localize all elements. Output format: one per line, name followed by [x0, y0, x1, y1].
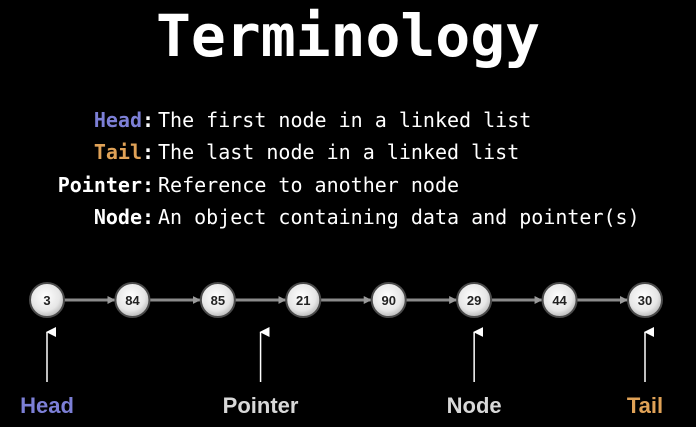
- colon: :: [142, 173, 155, 197]
- node-value: 90: [381, 293, 395, 308]
- definition-pointer: Pointer:Reference to another node: [0, 169, 696, 201]
- list-node: 3: [29, 282, 65, 318]
- definition-text: Reference to another node: [158, 173, 460, 197]
- list-node: 21: [285, 282, 322, 318]
- colon: :: [142, 108, 155, 132]
- label-node: Node: [446, 393, 502, 418]
- node-circle: [114, 282, 151, 318]
- node-value: 29: [467, 293, 481, 308]
- linked-list-diagram: 3 84 85 21 90 29 44 30: [29, 282, 663, 382]
- node-circle: [627, 282, 663, 318]
- colon: :: [142, 205, 155, 229]
- page-title: Terminology: [155, 2, 541, 70]
- node-circle: [541, 282, 578, 318]
- label-pointer: Pointer: [222, 393, 299, 418]
- node-value: 21: [296, 293, 310, 308]
- node-circle: [29, 282, 65, 318]
- definition-node: Node:An object containing data and point…: [0, 201, 696, 233]
- definition-tail: Tail:The last node in a linked list: [0, 136, 696, 168]
- term-head: Head: [93, 108, 142, 132]
- node-value: 30: [638, 293, 652, 308]
- list-node: 30: [627, 282, 663, 318]
- term-tail: Tail: [93, 140, 142, 164]
- term-node: Node: [93, 205, 142, 229]
- list-node: 84: [114, 282, 151, 318]
- label-head: Head: [20, 393, 74, 418]
- list-node: 90: [370, 282, 407, 318]
- label-tail: Tail: [626, 393, 664, 418]
- node-value: 3: [43, 293, 50, 308]
- node-circle: [370, 282, 407, 318]
- list-node: 29: [456, 282, 493, 318]
- list-node: 85: [199, 282, 236, 318]
- node-circle: [456, 282, 493, 318]
- node-value: 44: [552, 293, 567, 308]
- definition-head: Head:The first node in a linked list: [0, 104, 696, 136]
- list-node: 44: [541, 282, 578, 318]
- node-circle: [285, 282, 322, 318]
- node-value: 84: [125, 293, 140, 308]
- node-value: 85: [211, 293, 225, 308]
- node-circle: [199, 282, 236, 318]
- definition-text: An object containing data and pointer(s): [158, 205, 640, 229]
- term-pointer: Pointer: [57, 173, 142, 197]
- definition-text: The last node in a linked list: [158, 140, 520, 164]
- colon: :: [142, 140, 155, 164]
- definition-text: The first node in a linked list: [158, 108, 532, 132]
